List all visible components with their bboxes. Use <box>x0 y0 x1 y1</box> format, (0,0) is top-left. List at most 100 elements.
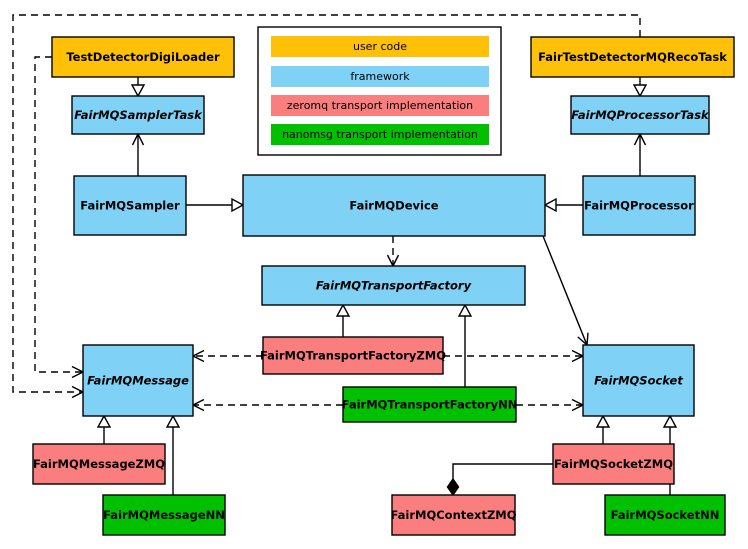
node-FairMQMessage[interactable]: FairMQMessage <box>82 344 194 417</box>
arrowhead-hollow-triangle-socketnn-socket <box>662 414 678 428</box>
node-FairMQDevice[interactable]: FairMQDevice <box>242 174 546 237</box>
node-FairMQProcessor[interactable]: FairMQProcessor <box>582 175 696 236</box>
node-FairMQSocketNN[interactable]: FairMQSocketNN <box>604 494 726 536</box>
legend-entry-nanomsg-transport-implementation: nanomsg transport implementation <box>271 124 489 145</box>
edge-recotask-processortask <box>632 77 648 98</box>
legend-entry-framework: framework <box>271 66 489 87</box>
legend-swatch-1 <box>271 66 489 87</box>
edge-tfnn-socket <box>516 398 585 412</box>
node-box-FairMQSampler[interactable] <box>73 175 187 236</box>
node-box-FairMQSocketNN[interactable] <box>604 494 726 536</box>
node-box-FairMQTransportFactoryZMQ[interactable] <box>262 336 444 375</box>
edges-layer <box>12 14 678 497</box>
edge-socketzmq-socket <box>595 414 611 444</box>
node-FairMQTransportFactoryNN[interactable]: FairMQTransportFactoryNN <box>342 386 518 423</box>
arrowhead-filled-diamond-socketzmq-contextzmq <box>446 477 460 497</box>
legend-label-0: user code <box>353 40 407 53</box>
node-label-FairMQTransportFactoryNN: FairMQTransportFactoryNN <box>342 398 518 412</box>
node-label-FairMQContextZMQ: FairMQContextZMQ <box>390 508 516 522</box>
node-FairMQMessageNN[interactable]: FairMQMessageNN <box>102 494 226 536</box>
node-box-FairMQProcessorTask[interactable] <box>570 95 710 135</box>
edge-line-recotask-message <box>12 14 641 393</box>
node-label-FairMQMessage: FairMQMessage <box>87 374 189 388</box>
legend-label-1: framework <box>350 70 410 83</box>
edge-socketzmq-contextzmq <box>446 463 553 497</box>
legend-swatch-2 <box>271 95 489 116</box>
node-FairMQTransportFactoryZMQ[interactable]: FairMQTransportFactoryZMQ <box>260 336 446 375</box>
node-box-FairMQMessageZMQ[interactable] <box>32 443 166 485</box>
node-FairTestDetectorMQRecoTask[interactable]: FairTestDetectorMQRecoTask <box>530 36 735 78</box>
legend-swatch-3 <box>271 124 489 145</box>
legend-entry-user-code: user code <box>271 36 489 57</box>
legend-swatch-0 <box>271 36 489 57</box>
legend-label-2: zeromq transport implementation <box>287 99 473 112</box>
node-label-TestDetectorDigiLoader: TestDetectorDigiLoader <box>66 50 220 64</box>
arrowhead-hollow-triangle-digiloader-samplertask <box>130 84 146 98</box>
node-FairMQMessageZMQ[interactable]: FairMQMessageZMQ <box>32 443 166 485</box>
legend: user code framework zeromq transport imple… <box>257 26 502 156</box>
node-label-FairMQSamplerTask: FairMQSamplerTask <box>74 108 203 122</box>
edge-digiloader-samplertask <box>130 77 146 98</box>
edge-tfzmq-message <box>191 349 263 363</box>
node-label-FairMQTransportFactory: FairMQTransportFactory <box>316 279 472 293</box>
node-box-FairMQTransportFactory[interactable] <box>261 265 526 306</box>
edge-tfzmq-transportfactory <box>335 303 351 337</box>
arrowhead-hollow-triangle-socketzmq-socket <box>595 414 611 428</box>
edge-sampler-device <box>186 197 245 213</box>
node-box-FairMQTransportFactoryNN[interactable] <box>342 386 517 423</box>
node-label-FairMQMessageNN: FairMQMessageNN <box>103 508 225 522</box>
node-box-FairMQSocketZMQ[interactable] <box>552 443 675 485</box>
node-FairMQTransportFactory[interactable]: FairMQTransportFactory <box>261 265 526 306</box>
edge-processor-processortask <box>633 132 647 176</box>
node-FairMQSocket[interactable]: FairMQSocket <box>582 344 695 417</box>
node-FairMQSamplerTask[interactable]: FairMQSamplerTask <box>71 95 205 135</box>
node-label-FairMQProcessor: FairMQProcessor <box>584 199 694 213</box>
node-TestDetectorDigiLoader[interactable]: TestDetectorDigiLoader <box>51 36 235 78</box>
node-FairMQProcessorTask[interactable]: FairMQProcessorTask <box>570 95 710 135</box>
node-box-FairMQProcessor[interactable] <box>582 175 696 236</box>
arrowhead-hollow-triangle-recotask-processortask <box>632 84 648 98</box>
arrowhead-hollow-triangle-tfzmq-transportfactory <box>335 303 351 317</box>
node-FairMQSampler[interactable]: FairMQSampler <box>73 175 187 236</box>
arrowhead-hollow-triangle-messagezmq-message <box>96 414 112 428</box>
edge-line-device-socket <box>542 235 588 345</box>
arrowhead-hollow-triangle-sampler-device <box>231 197 245 213</box>
node-label-FairMQDevice: FairMQDevice <box>349 199 438 213</box>
node-label-FairMQProcessorTask: FairMQProcessorTask <box>571 108 710 122</box>
edge-device-socket <box>542 235 589 347</box>
edge-processor-device <box>543 197 583 213</box>
legend-entry-zeromq-transport-implementation: zeromq transport implementation <box>271 95 489 116</box>
arrowhead-hollow-triangle-processor-device <box>543 197 557 213</box>
edge-sampler-samplertask <box>131 132 145 176</box>
edge-messagenn-message <box>165 414 181 495</box>
node-label-FairMQSampler: FairMQSampler <box>80 199 180 213</box>
edge-line-socketzmq-contextzmq <box>452 463 553 479</box>
node-label-FairTestDetectorMQRecoTask: FairTestDetectorMQRecoTask <box>538 50 727 64</box>
edge-device-transportfactory <box>386 236 400 268</box>
node-label-FairMQSocketNN: FairMQSocketNN <box>611 508 720 522</box>
node-label-FairMQMessageZMQ: FairMQMessageZMQ <box>33 457 165 471</box>
node-box-FairMQSamplerTask[interactable] <box>71 95 205 135</box>
node-label-FairMQSocketZMQ: FairMQSocketZMQ <box>554 457 673 471</box>
legend-label-3: nanomsg transport implementation <box>282 128 478 141</box>
node-label-FairMQTransportFactoryZMQ: FairMQTransportFactoryZMQ <box>260 349 446 363</box>
node-box-FairTestDetectorMQRecoTask[interactable] <box>530 36 735 78</box>
node-label-FairMQSocket: FairMQSocket <box>594 374 683 388</box>
arrowhead-hollow-triangle-tfnn-transportfactory <box>457 303 473 317</box>
node-box-FairMQMessage[interactable] <box>82 344 194 417</box>
node-box-FairMQDevice[interactable] <box>242 174 546 237</box>
edge-line-digiloader-message <box>34 56 82 373</box>
edge-messagezmq-message <box>96 414 112 444</box>
node-box-FairMQMessageNN[interactable] <box>102 494 226 536</box>
edge-tfnn-transportfactory <box>457 303 473 387</box>
node-box-FairMQSocket[interactable] <box>582 344 695 417</box>
nodes-layer: TestDetectorDigiLoader FairTestDetectorMQ… <box>32 36 735 536</box>
node-box-TestDetectorDigiLoader[interactable] <box>51 36 235 78</box>
node-box-FairMQContextZMQ[interactable] <box>391 494 516 536</box>
edge-tfzmq-socket <box>443 349 585 363</box>
node-FairMQSocketZMQ[interactable]: FairMQSocketZMQ <box>552 443 675 485</box>
arrowhead-hollow-triangle-messagenn-message <box>165 414 181 428</box>
node-FairMQContextZMQ[interactable]: FairMQContextZMQ <box>390 494 517 536</box>
